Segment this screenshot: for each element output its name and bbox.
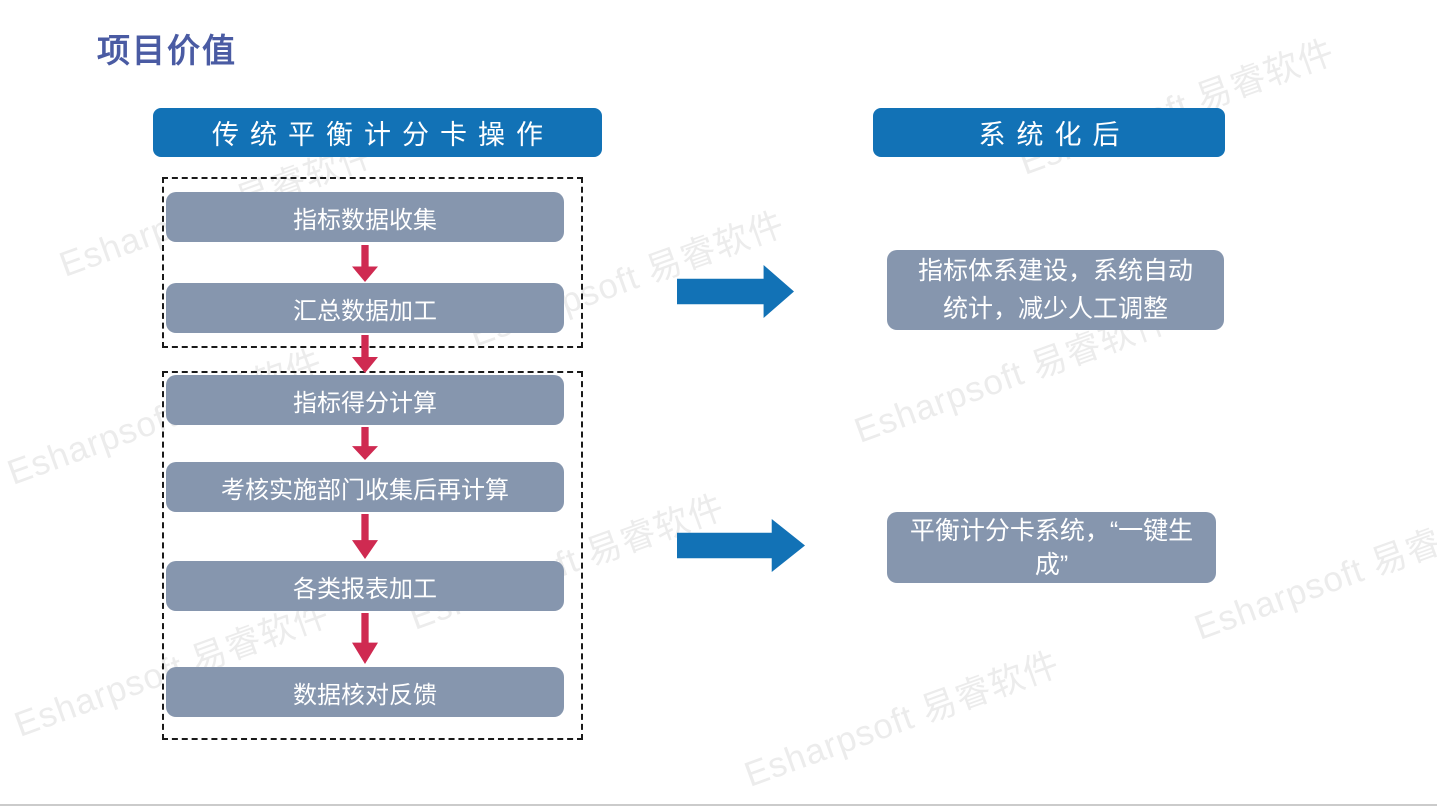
dashed-group-2 [162, 371, 583, 740]
step-box-data-verification-feedback: 数据核对反馈 [166, 667, 564, 717]
step-box-department-recalculation: 考核实施部门收集后再计算 [166, 462, 564, 512]
step-box-report-processing: 各类报表加工 [166, 561, 564, 611]
watermark-text: Esharpsoft 易睿软件 [739, 644, 1065, 795]
step-box-summary-data-processing: 汇总数据加工 [166, 283, 564, 333]
watermark-text: Esharpsoft 易睿软件 [1014, 32, 1340, 182]
result-box-indicator-system: 指标体系建设，系统自动统计，减少人工调整 [887, 250, 1224, 330]
dashed-group-1 [162, 177, 583, 348]
result-box-one-click-generation: 平衡计分卡系统，“一键生成” [887, 512, 1216, 583]
header-traditional-scorecard: 传统平衡计分卡操作 [153, 108, 602, 157]
watermark-text: Esharpsoft 易睿软件 [1189, 497, 1437, 648]
header-after-systemization: 系统化后 [873, 108, 1225, 157]
step-box-indicator-score-calculation: 指标得分计算 [166, 375, 564, 425]
step-box-indicator-data-collection: 指标数据收集 [166, 192, 564, 242]
bottom-divider [0, 804, 1437, 806]
page-title: 项目价值 [97, 32, 237, 69]
